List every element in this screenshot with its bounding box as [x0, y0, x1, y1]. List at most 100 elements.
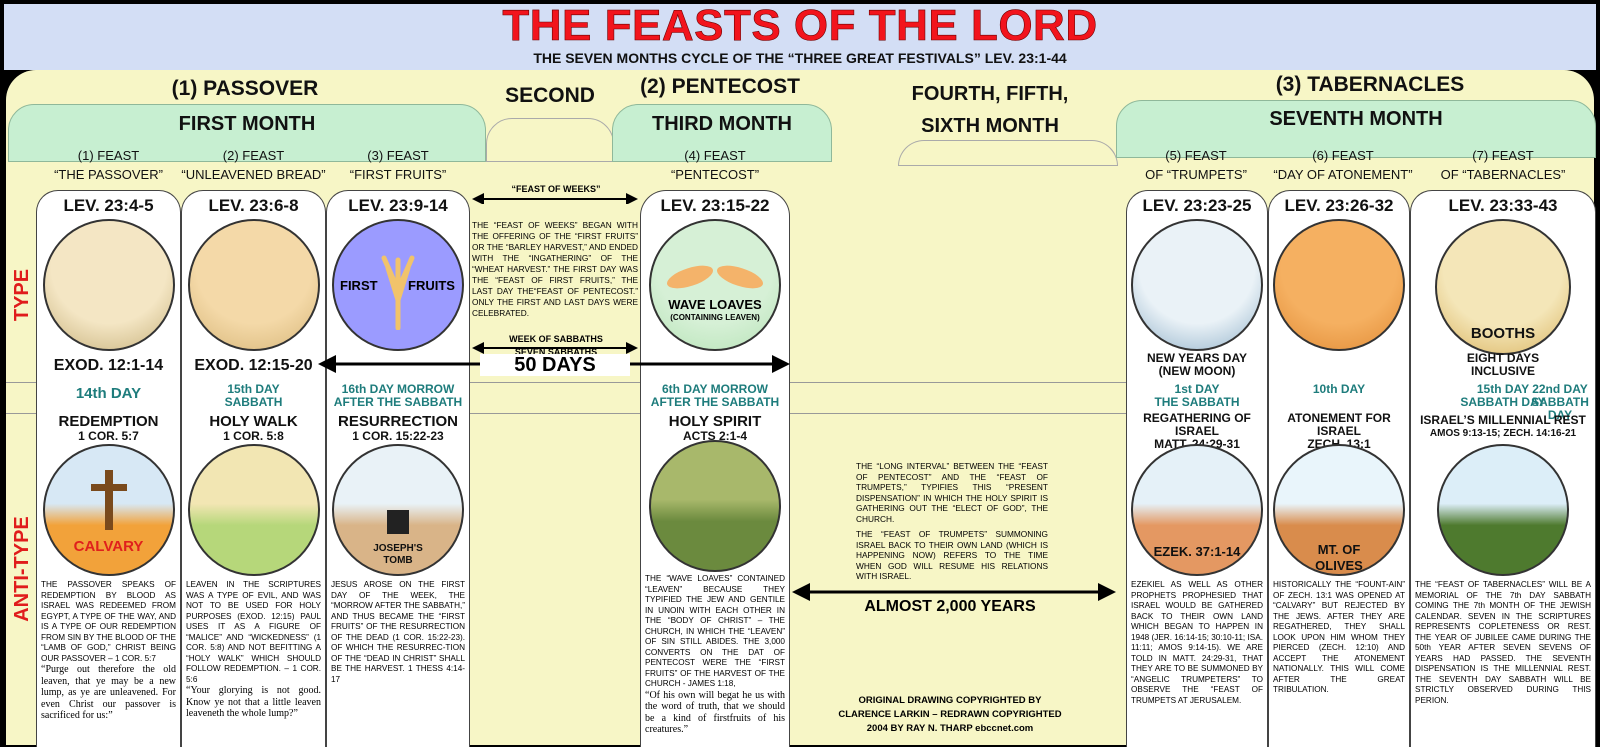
antitype-description: THE PASSOVER SPEAKS OF REDEMPTION BY BLO…	[41, 580, 176, 722]
antitype-description-caps: THE “WAVE LOAVES” CONTAINED “LEAVEN” BEC…	[645, 574, 785, 688]
feast-heading-name: “THE PASSOVER”	[54, 167, 163, 182]
antitype-description-caps: HISTORICALLY THE “FOUNT-AIN” OF ZECH. 13…	[1273, 580, 1405, 694]
leviticus-reference: LEV. 23:4-5	[63, 196, 154, 215]
day-label: 14th DAY	[30, 386, 187, 401]
tabernacles-title: (3) TABERNACLES	[1275, 73, 1465, 96]
antitype-description: JESUS AROSE ON THE FIRST DAY OF THE WEEK…	[331, 580, 465, 685]
sabbaths-arrow-head-left	[472, 342, 484, 354]
day-label-line2: SABBATH DAY	[1460, 395, 1546, 409]
first-label: FIRST	[340, 278, 378, 293]
exodus-reference: EXOD. 12:1-14	[53, 357, 164, 374]
antitype-reference: 1 COR. 5:7	[78, 429, 139, 443]
credit-line2: CLARENCE LARKIN – REDRAWN COPYRIGHTED	[838, 709, 1062, 720]
type-reference: NEW YEARS DAY(NEW MOON)	[1126, 352, 1268, 378]
antitype-description-verse: “Of his own will begat he us with the wo…	[645, 689, 785, 736]
feast-of-weeks-arrow	[472, 193, 638, 204]
years-arrow-head-right	[1098, 583, 1116, 601]
long-interval-text: THE “LONG INTERVAL” BETWEEN THE “FEAST O…	[856, 461, 1048, 524]
type-illustration	[1435, 219, 1571, 355]
antitype-description-caps: JESUS AROSE ON THE FIRST DAY OF THE WEEK…	[331, 580, 465, 684]
pentecost-title: (2) PENTECOST	[640, 75, 800, 98]
wheat-sheaf-icon	[381, 255, 415, 330]
passover-title: (1) PASSOVER	[171, 77, 319, 100]
copyright-credit: ORIGINAL DRAWING COPYRIGHTED BY CLARENCE…	[820, 694, 1080, 736]
feast-heading-name: “DAY OF ATONEMENT”	[1273, 167, 1413, 182]
antitype-illustration	[1437, 444, 1569, 576]
type-reference-line1: EIGHT DAYS	[1466, 351, 1540, 365]
cross-icon	[90, 470, 127, 530]
day-label-line2: AFTER THE SABBATH	[333, 395, 463, 409]
antitype-description: EZEKIEL AS WELL AS OTHER PROPHETS PROPHE…	[1131, 580, 1263, 706]
first-month-label: FIRST MONTH	[178, 113, 316, 135]
booths-label: BOOTHS	[1470, 325, 1536, 342]
feast-heading-name: “UNLEAVENED BREAD”	[181, 167, 326, 182]
day-label-line1: 16th DAY MORROW	[341, 382, 455, 396]
mt-of-olives-label: MT. OF OLIVES	[1315, 542, 1363, 573]
antitype-description: THE “WAVE LOAVES” CONTAINED “LEAVEN” BEC…	[645, 574, 785, 736]
feast-heading: (3) FEAST“FIRST FRUITS”	[326, 146, 470, 184]
antitype-description-caps: THE PASSOVER SPEAKS OF REDEMPTION BY BLO…	[41, 580, 176, 663]
antitype-title: ATONEMENT FOR ISRAEL	[1287, 411, 1391, 438]
antitype-title: ISRAEL’S MILLENNIAL REST	[1420, 413, 1586, 427]
day-label-line1: 15th DAY	[227, 382, 280, 396]
day-label-line2: SABBATH	[224, 395, 283, 409]
antitype-illustration	[1273, 444, 1405, 576]
antitype-reference: AMOS 9:13-15; ZECH. 14:16-21	[1429, 428, 1577, 439]
feast-heading: (6) FEAST “DAY OF ATONEMENT”	[1258, 146, 1428, 184]
leviticus-reference: LEV. 23:23-25	[1142, 196, 1252, 215]
fruits-label: FRUITS	[408, 278, 455, 293]
third-month-band: THIRD MONTH	[612, 104, 832, 162]
antitype-reference: ACTS 2:1-4	[682, 429, 747, 443]
feast-heading-number: (5) FEAST	[1165, 148, 1227, 163]
middle-months-label: FOURTH, FIFTH, SIXTH MONTH	[880, 78, 1100, 142]
wave-loaves-label: WAVE LOAVES	[668, 297, 762, 312]
antitype-illustration	[187, 444, 320, 576]
type-reference-line1: NEW YEARS DAY	[1146, 351, 1248, 365]
seven-sabbaths-arrow	[472, 342, 638, 354]
feast-of-weeks-label: “FEAST OF WEEKS”	[511, 184, 601, 194]
antitype-illustration	[1131, 444, 1263, 576]
antitype-reference: 1 COR. 5:8	[223, 429, 284, 443]
antitype-title: REDEMPTION	[58, 413, 159, 430]
antitype-title: REGATHERING OF ISRAEL	[1143, 411, 1251, 438]
antitype-title: HOLY SPIRIT	[668, 413, 762, 430]
antitype-description-caps: THE “FEAST OF TABERNACLES” WILL BE A MEM…	[1415, 580, 1591, 705]
day-label-line2: AFTER THE SABBATH	[650, 395, 780, 409]
feast-heading: (5) FEAST OF “TRUMPETS”	[1106, 146, 1286, 184]
week-of-sabbaths-label: WEEK OF SABBATHS	[509, 334, 603, 344]
antitype-description-caps: EZEKIEL AS WELL AS OTHER PROPHETS PROPHE…	[1131, 580, 1263, 705]
second-month-band	[486, 118, 614, 162]
chart-title: THE FEASTS OF THE LORD	[502, 1, 1098, 50]
type-illustration	[1273, 219, 1405, 351]
row-divider-top	[6, 382, 1594, 383]
feast-heading: (4) FEAST“PENTECOST”	[640, 146, 790, 184]
seventh-month-band: SEVENTH MONTH	[1116, 100, 1596, 158]
middle-months-line2: SIXTH MONTH	[921, 115, 1059, 137]
antitype-side-label: ANTI-TYPE	[11, 516, 33, 622]
day-label-line1: 1st DAY	[1174, 382, 1220, 396]
fifty-days-head-right	[772, 355, 790, 373]
day-label-line4: SABBATH DAY	[1531, 395, 1589, 422]
containing-leaven-label: (CONTAINING LEAVEN)	[670, 313, 760, 322]
type-reference-line2: INCLUSIVE	[1470, 364, 1535, 378]
day-label: 10th DAY	[1262, 383, 1416, 396]
type-illustration	[42, 219, 175, 351]
type-side-label: TYPE	[11, 268, 33, 322]
antitype-description: LEAVEN IN THE SCRIPTURES WAS A TYPE OF E…	[186, 580, 321, 720]
antitype-description: THE “FEAST OF TABERNACLES” WILL BE A MEM…	[1415, 580, 1591, 706]
weeks-arrow-head-right	[626, 193, 638, 204]
row-divider-bottom	[6, 413, 1594, 414]
years-arrow-head-left	[792, 583, 810, 601]
antitype-description-verse: “Purge out therefore the old leaven, tha…	[41, 664, 176, 721]
feast-heading-name: OF “TRUMPETS”	[1145, 167, 1247, 182]
ezekiel-label: EZEK. 37:1-14	[1153, 544, 1241, 559]
feast-heading-number: (6) FEAST	[1312, 148, 1374, 163]
fifty-days-head-left	[318, 355, 336, 373]
feast-heading-number: (7) FEAST	[1472, 148, 1534, 163]
